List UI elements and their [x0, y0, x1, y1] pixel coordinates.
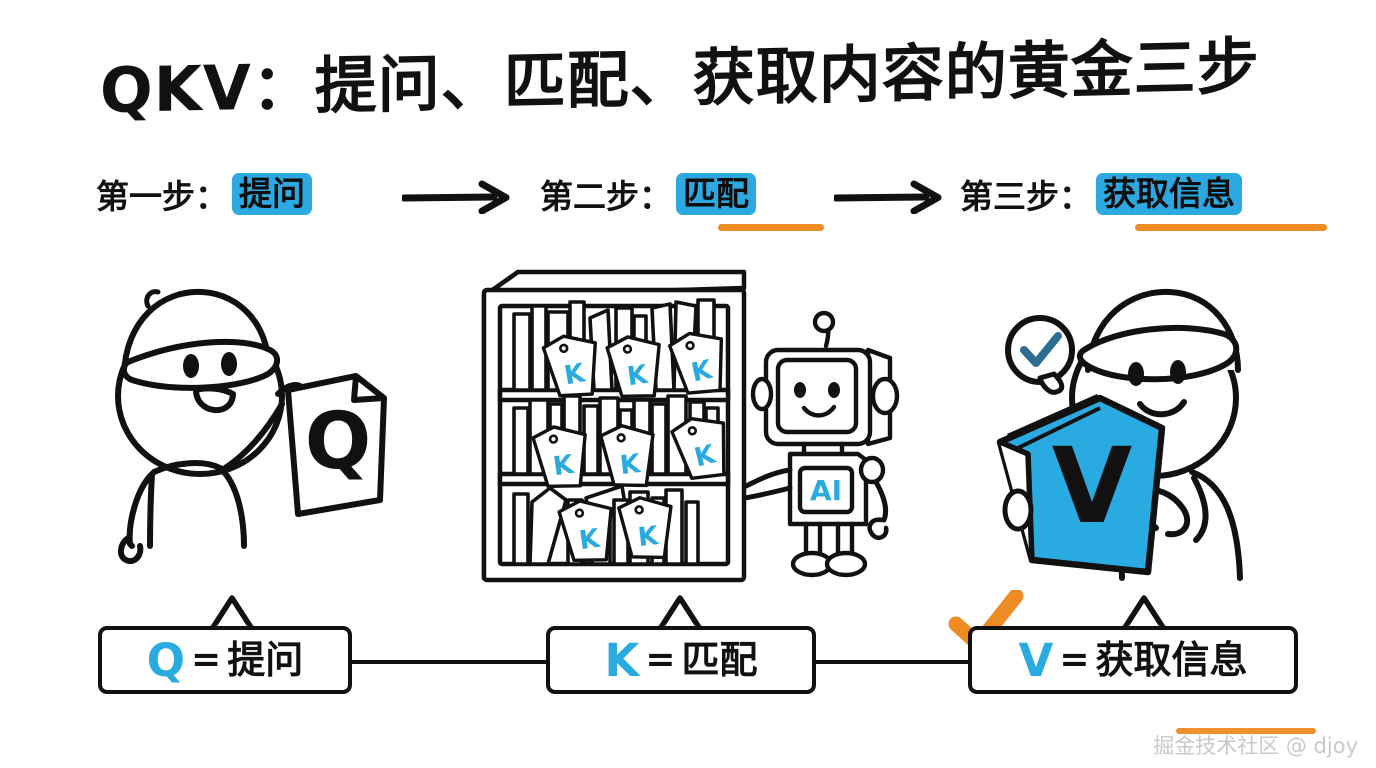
summary-k-letter: K — [604, 633, 640, 687]
summary-k-text: 匹配 — [681, 638, 758, 682]
step-3: 第三步： 获取信息 — [960, 168, 1242, 220]
v-book-letter: V — [1052, 425, 1133, 547]
summary-q-letter: Q — [146, 633, 186, 687]
summary-box-v[interactable]: V = 获取信息 — [968, 626, 1298, 694]
k-tag: K — [599, 424, 655, 488]
step-3-keyword: 获取信息 — [1096, 173, 1242, 215]
step-2-label: 第二步： — [540, 177, 672, 216]
ai-robot: AI — [742, 310, 900, 578]
k-tag: K — [670, 416, 726, 481]
summary-v-letter: V — [1018, 633, 1054, 687]
step-3-label: 第三步： — [960, 177, 1092, 216]
k-tag: K — [617, 496, 673, 560]
q-paper-letter: Q — [305, 397, 371, 487]
summary-pointers — [207, 595, 1169, 635]
k-tag: K — [531, 425, 587, 489]
connector-q-k — [348, 660, 548, 664]
step-2: 第二步： 匹配 — [540, 168, 756, 220]
summary-v-text: 获取信息 — [1095, 638, 1248, 682]
svg-text:K: K — [636, 521, 660, 553]
check-icon — [1020, 332, 1062, 367]
k-tag: K — [557, 499, 613, 563]
thought-bubble — [1005, 315, 1075, 395]
arrow-1 — [402, 180, 514, 214]
steps-row: 第一步： 提问 第二步： 匹配 第三步： 获取信息 — [0, 168, 1376, 236]
summary-box-q[interactable]: Q = 提问 — [98, 626, 352, 694]
summary-k-equals: = — [645, 639, 676, 680]
step-1-label: 第一步： — [96, 177, 228, 216]
summary-v-equals: = — [1059, 639, 1090, 680]
svg-text:K: K — [618, 449, 642, 481]
bookshelf-with-k-tags: K K K K K K — [481, 269, 747, 583]
k-tag: K — [541, 334, 597, 398]
person-holding-v-book: V — [996, 288, 1243, 581]
step-2-underline — [718, 224, 824, 231]
arrow-2 — [834, 180, 946, 214]
summary-q-equals: = — [191, 639, 222, 680]
step-1-keyword: 提问 — [232, 173, 312, 215]
k-tag: K — [667, 331, 724, 395]
step-1: 第一步： 提问 — [96, 168, 312, 220]
summary-box-k[interactable]: K = 匹配 — [546, 626, 816, 694]
summary-q-text: 提问 — [227, 638, 304, 682]
page-title: QKV：提问、匹配、获取内容的黄金三步 — [100, 29, 1260, 128]
watermark-strike — [1176, 728, 1316, 734]
step-2-keyword: 匹配 — [676, 173, 756, 215]
connector-k-v — [812, 660, 972, 664]
person-holding-q-paper: Q — [115, 288, 387, 564]
robot-chest-label: AI — [810, 474, 842, 507]
k-tag: K — [605, 335, 661, 399]
watermark: 掘金技术社区 @ djoy — [1153, 734, 1358, 758]
step-3-underline — [1135, 224, 1327, 231]
